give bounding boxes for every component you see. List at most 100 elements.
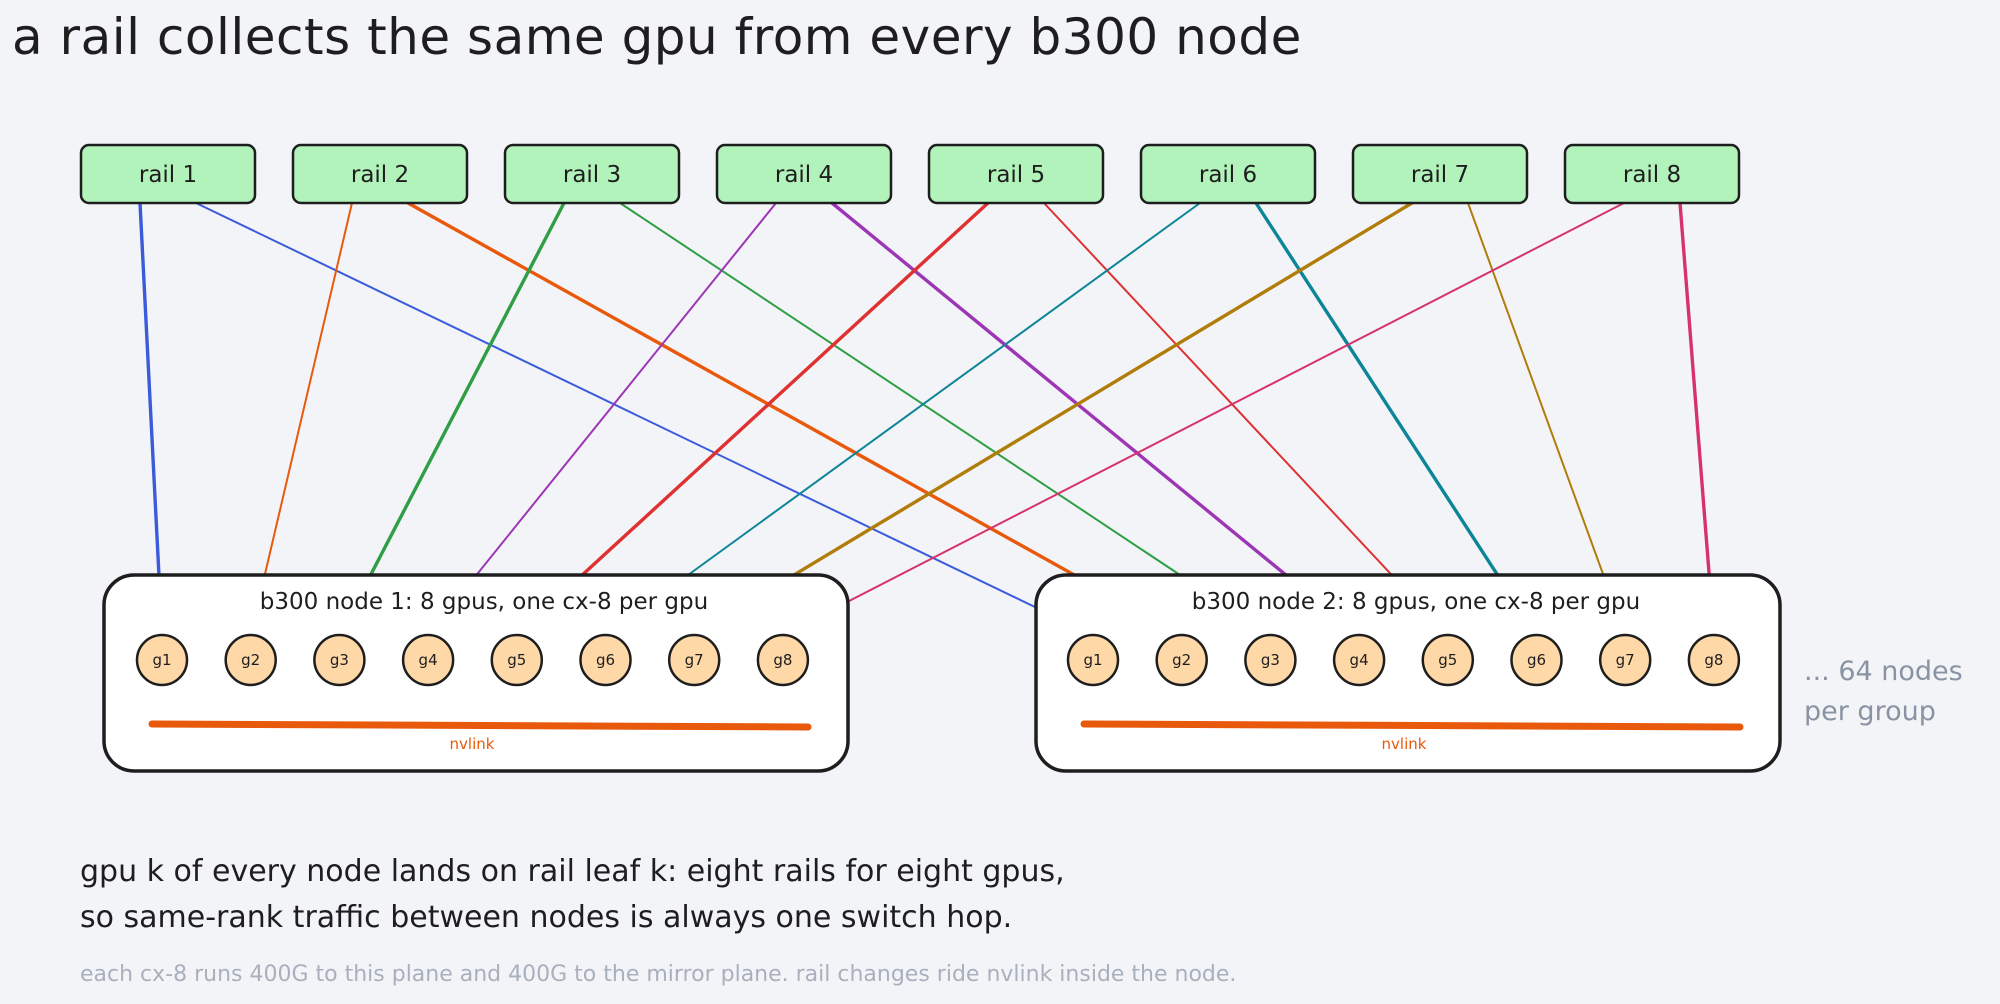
- rail-box: [503, 143, 681, 205]
- gpu-label: g8: [773, 651, 792, 669]
- caption-line-1: gpu k of every node lands on rail leaf k…: [80, 854, 1065, 889]
- gpu-g1: g1: [135, 633, 189, 687]
- caption-line-2: so same-rank traffic between nodes is al…: [80, 900, 1013, 935]
- link-rail-7-node-1: [692, 201, 1414, 637]
- node-title: b300 node 2: 8 gpus, one cx-8 per gpu: [1192, 589, 1640, 615]
- rail-label: rail 2: [351, 162, 409, 188]
- gpu-g2: g2: [224, 633, 277, 687]
- gpu-label: g2: [241, 651, 260, 669]
- rail-switch-6: rail 6: [1139, 143, 1317, 205]
- gpu-g7: g7: [667, 633, 721, 687]
- gpu-circle: [135, 633, 189, 687]
- gpu-circle: [490, 633, 544, 687]
- link-rail-6-node-1: [604, 202, 1201, 636]
- gpu-g1: g1: [1066, 633, 1120, 687]
- rail-switch-3: rail 3: [503, 143, 681, 205]
- gpu-circle: [1510, 633, 1563, 687]
- gpu-circle: [1598, 633, 1652, 687]
- gpu-g6: g6: [1510, 633, 1563, 687]
- link-rail-3-node-1: [337, 201, 566, 637]
- rail-switch-1: rail 1: [79, 143, 257, 205]
- rail-box: [1563, 143, 1741, 205]
- gpu-circle: [1332, 633, 1386, 687]
- rail-box: [715, 143, 893, 205]
- gpu-circle: [313, 633, 366, 687]
- rail-switch-5: rail 5: [927, 143, 1105, 205]
- rail-box: [79, 143, 257, 205]
- gpu-label: g3: [330, 651, 349, 669]
- gpu-label: g5: [507, 651, 526, 669]
- gpu-label: g6: [596, 651, 615, 669]
- gpu-circle: [1155, 633, 1208, 687]
- link-rail-1-node-1: [138, 201, 164, 637]
- rail-switches: rail 1 rail 2 rail 3 rail 4 rail 5 rail 6 rail…: [79, 143, 1741, 205]
- link-rail-8-node-1: [781, 202, 1625, 636]
- gpu-label: g5: [1438, 651, 1457, 669]
- node-title: b300 node 1: 8 gpus, one cx-8 per gpu: [260, 589, 708, 615]
- gpu-circle: [224, 633, 277, 687]
- gpu-circle: [667, 633, 721, 687]
- b300-node-2: g1 g2 g3 g4 g5 g6 g7 g8 nvlink b300 node 2: 8 gpu…: [1034, 573, 1782, 773]
- gpu-g3: g3: [1244, 633, 1297, 687]
- nvlink-bar: [1080, 720, 1744, 731]
- rail-label: rail 8: [1623, 162, 1681, 188]
- gpu-circle: [1687, 633, 1741, 687]
- b300-node-1: g1 g2 g3 g4 g5 g6 g7 g8 nvlink b300 node 1: 8 gpu…: [102, 573, 850, 773]
- rail-label: rail 5: [987, 162, 1045, 188]
- link-rail-2-node-2: [406, 201, 1184, 637]
- link-rail-7-node-2: [1467, 202, 1627, 636]
- gpu-g3: g3: [313, 633, 366, 687]
- rail-links: [138, 201, 1716, 637]
- rail-box: [1139, 143, 1317, 205]
- gpu-circle: [579, 633, 632, 687]
- nvlink-label: nvlink: [1382, 735, 1427, 753]
- rail-box: [291, 143, 469, 205]
- gpu-circle: [1421, 633, 1475, 687]
- gpu-label: g1: [1083, 651, 1102, 669]
- gpu-g4: g4: [1332, 633, 1386, 687]
- gpu-label: g1: [152, 651, 171, 669]
- link-rail-8-node-2: [1678, 201, 1716, 637]
- rail-label: rail 1: [139, 162, 197, 188]
- gpu-label: g8: [1704, 651, 1723, 669]
- rail-box: [927, 143, 1105, 205]
- gpu-g5: g5: [1421, 633, 1475, 687]
- link-rail-4-node-2: [830, 201, 1361, 637]
- gpu-g8: g8: [1687, 633, 1741, 687]
- link-rail-1-node-2: [195, 202, 1094, 636]
- gpu-circle: [1244, 633, 1297, 687]
- link-rail-3-node-2: [619, 202, 1272, 636]
- gpu-g7: g7: [1598, 633, 1652, 687]
- gpu-circle: [1066, 633, 1120, 687]
- link-rail-2-node-1: [249, 202, 353, 636]
- rail-switch-8: rail 8: [1563, 143, 1741, 205]
- gpu-label: g7: [685, 651, 704, 669]
- gpu-g2: g2: [1155, 633, 1208, 687]
- b300-nodes: g1 g2 g3 g4 g5 g6 g7 g8 nvlink b300 node 1: 8 gpu…: [102, 573, 1782, 773]
- page-title: a rail collects the same gpu from every …: [12, 8, 1302, 66]
- gpu-label: g4: [1350, 651, 1369, 669]
- link-rail-5-node-2: [1043, 202, 1449, 636]
- gpu-label: g6: [1527, 651, 1546, 669]
- link-rail-6-node-2: [1254, 201, 1539, 637]
- nvlink-label: nvlink: [450, 735, 495, 753]
- footnote: each cx-8 runs 400G to this plane and 40…: [80, 962, 1237, 987]
- gpu-label: g7: [1616, 651, 1635, 669]
- gpu-g4: g4: [401, 633, 455, 687]
- gpu-label: g3: [1261, 651, 1280, 669]
- nodes-per-group-note: ... 64 nodes per group: [1804, 656, 1963, 727]
- rail-label: rail 4: [775, 162, 833, 188]
- rail-switch-4: rail 4: [715, 143, 893, 205]
- gpu-label: g4: [419, 651, 438, 669]
- rail-box: [1351, 143, 1529, 205]
- nvlink-bar: [148, 720, 812, 731]
- gpu-circle: [401, 633, 455, 687]
- gpu-g6: g6: [579, 633, 632, 687]
- gpu-circle: [756, 633, 810, 687]
- gpu-label: g2: [1172, 651, 1191, 669]
- link-rail-5-node-1: [515, 201, 990, 637]
- rail-switch-7: rail 7: [1351, 143, 1529, 205]
- rail-label: rail 6: [1199, 162, 1257, 188]
- gpu-g5: g5: [490, 633, 544, 687]
